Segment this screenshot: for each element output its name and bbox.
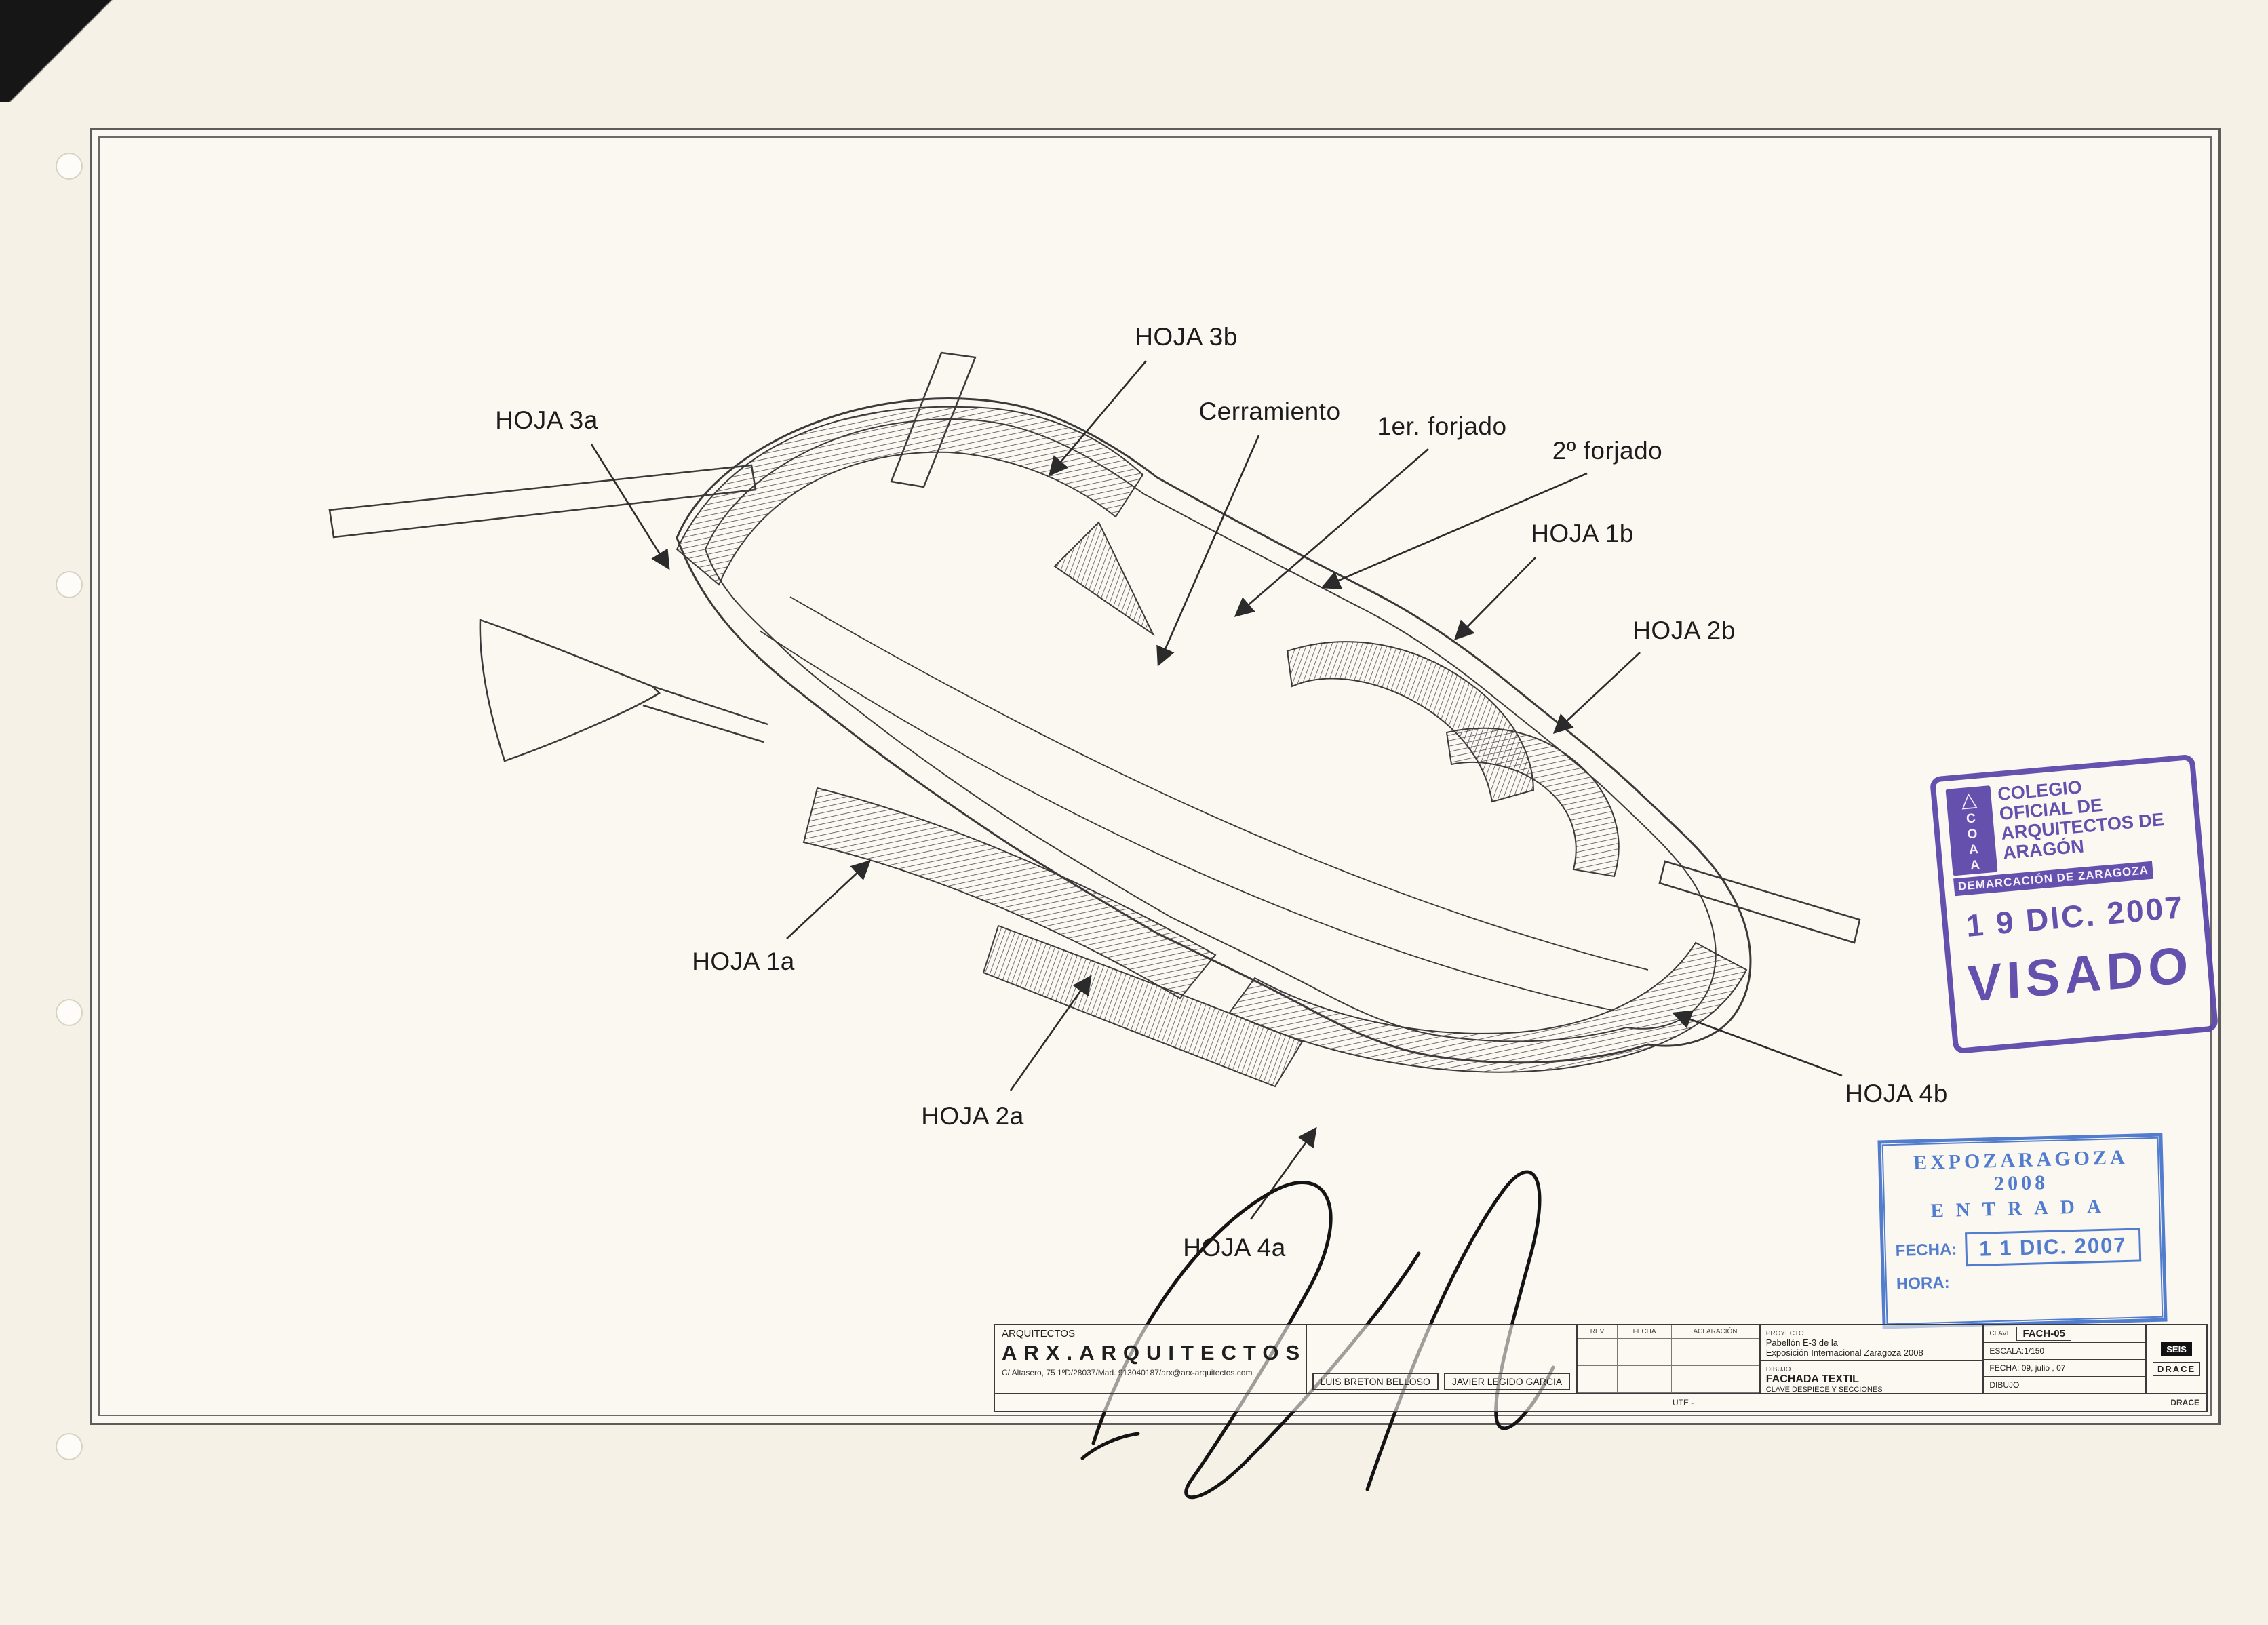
revision-cell — [1672, 1352, 1759, 1366]
hoja-4-ribbon — [1228, 941, 1748, 1073]
entrada-stamp: EXPOZARAGOZA 2008 ENTRADA FECHA: 1 1 DIC… — [1877, 1133, 2168, 1329]
label-hoja-4b: HOJA 4b — [1845, 1080, 1948, 1108]
sheet-inner-frame — [98, 136, 2212, 1416]
hoja-2b-ribbon — [1445, 727, 1620, 878]
punch-hole — [56, 999, 83, 1026]
visado-date: 1 9 DIC. 2007 — [1964, 888, 2186, 943]
drace-logo: DRACE — [2152, 1362, 2201, 1376]
hoja-1a-ribbon — [802, 787, 1217, 1000]
hoja-2a-ribbon — [982, 924, 1304, 1088]
label-hoja-1b: HOJA 1b — [1531, 520, 1634, 547]
entrada-hora-label: HORA: — [1896, 1273, 1950, 1293]
escala-value: ESCALA:1/150 — [1984, 1343, 2146, 1360]
label-hoja-4a: HOJA 4a — [1183, 1234, 1286, 1261]
scan-corner-artifact — [0, 0, 129, 102]
ute-label: UTE - — [1672, 1398, 1694, 1407]
firm-address: C/ Altasero, 75 1ºD/28037/Mad. 913040187… — [1002, 1368, 1253, 1377]
drawing-data-cell: CLAVE FACH-05 ESCALA:1/150 FECHA: 09, ju… — [1984, 1325, 2147, 1393]
beam-right — [1658, 860, 1861, 944]
entrada-title: EXPOZARAGOZA 2008 — [1913, 1146, 2128, 1196]
revision-cell — [1578, 1379, 1618, 1393]
title-block-firm-cell: ARQUITECTOS ARX.ARQUITECTOS C/ Altasero,… — [995, 1325, 1307, 1393]
revision-cell — [1617, 1366, 1673, 1379]
arquitectos-label: ARQUITECTOS — [1002, 1328, 1076, 1339]
project-label: PROYECTO — [1765, 1330, 1804, 1337]
clave-value: FACH-05 — [2016, 1327, 2071, 1341]
callout-arrows — [590, 360, 1843, 1220]
funnel-shape — [479, 619, 768, 762]
visado-stamp-border: △ COAA COLEGIO OFICIAL DE ARQUITECTOS DE… — [1929, 753, 2219, 1055]
dibujo-label: DIBUJO — [1989, 1380, 2020, 1390]
entrada-stamp-inner: EXPOZARAGOZA 2008 ENTRADA FECHA: 1 1 DIC… — [1881, 1137, 2164, 1325]
seis-logo: SEIS — [2161, 1342, 2192, 1356]
label-1er-forjado: 1er. forjado — [1377, 412, 1507, 440]
label-cerramiento: Cerramiento — [1198, 397, 1341, 425]
revision-header: ACLARACIÓN — [1672, 1325, 1759, 1339]
revision-header: REV — [1578, 1325, 1618, 1339]
coaa-acronym: COAA — [1963, 810, 1983, 875]
title-block: ARQUITECTOS ARX.ARQUITECTOS C/ Altasero,… — [994, 1324, 2208, 1412]
project-name-line2: Exposición Internacional Zaragoza 2008 — [1765, 1348, 1923, 1358]
punch-hole — [56, 1433, 83, 1460]
label-hoja-1a: HOJA 1a — [692, 947, 795, 975]
firm-name: ARX.ARQUITECTOS — [1002, 1341, 1307, 1365]
punch-hole — [56, 571, 83, 598]
visado-stamp: △ COAA COLEGIO OFICIAL DE ARQUITECTOS DE… — [1929, 753, 2219, 1055]
revision-cell — [1672, 1366, 1759, 1379]
revision-cell — [1578, 1352, 1618, 1366]
coaa-triangle-emblem-icon: △ COAA — [1945, 785, 1998, 876]
title-block-architects-cell: LUIS BRETON BELLOSO JAVIER LEGIDO GARCIA — [1307, 1325, 1578, 1393]
label-2-forjado: 2º forjado — [1552, 437, 1663, 465]
revision-cell — [1617, 1379, 1673, 1393]
architect-name-2: JAVIER LEGIDO GARCIA — [1443, 1373, 1571, 1390]
revision-table: REV FECHA ACLARACIÓN — [1578, 1325, 1761, 1393]
punch-hole — [56, 153, 83, 180]
project-name-line1: Pabellón E-3 de la — [1765, 1337, 1838, 1348]
revision-cell — [1617, 1339, 1673, 1352]
drawing-subtitle: CLAVE DESPIECE Y SECCIONES — [1765, 1386, 1883, 1393]
hoja-3-ribbon — [676, 406, 1155, 636]
drawing-title: FACHADA TEXTIL — [1765, 1373, 1859, 1385]
visado-org-name: COLEGIO OFICIAL DE ARQUITECTOS DE ARAGÓN — [1997, 770, 2167, 872]
architect-name-1: LUIS BRETON BELLOSO — [1312, 1373, 1439, 1390]
title-block-footer: UTE - DRACE — [995, 1393, 2206, 1411]
hoja-1b-ribbon — [1286, 641, 1535, 803]
clave-label: CLAVE — [1989, 1330, 2012, 1337]
entrada-subtitle: ENTRADA — [1930, 1195, 2114, 1222]
revision-cell — [1578, 1339, 1618, 1352]
revision-cell — [1617, 1352, 1673, 1366]
label-hoja-2a: HOJA 2a — [921, 1102, 1024, 1130]
fecha-value: FECHA: 09, julio , 07 — [1984, 1360, 2146, 1377]
label-hoja-2b: HOJA 2b — [1632, 616, 1736, 644]
label-hoja-3b: HOJA 3b — [1135, 323, 1238, 351]
revision-cell — [1672, 1339, 1759, 1352]
drawing-label: DIBUJO — [1765, 1366, 1791, 1373]
drace-footer-label: DRACE — [2170, 1398, 2199, 1407]
revision-cell — [1672, 1379, 1759, 1393]
sheet-border-frame — [90, 128, 2221, 1425]
revision-cell — [1578, 1366, 1618, 1379]
logos-cell: SEIS DRACE — [2147, 1325, 2206, 1393]
revision-header: FECHA — [1617, 1325, 1673, 1339]
entrada-date: 1 1 DIC. 2007 — [1964, 1228, 2142, 1267]
entrada-fecha-label: FECHA: — [1895, 1240, 1957, 1260]
building-outline — [676, 397, 1752, 1064]
triangle-glyph: △ — [1960, 787, 1978, 812]
label-hoja-3a: HOJA 3a — [495, 406, 598, 434]
project-info-cell: PROYECTO Pabellón E-3 de la Exposición I… — [1760, 1325, 1984, 1393]
visado-word: VISADO — [1966, 936, 2194, 1014]
